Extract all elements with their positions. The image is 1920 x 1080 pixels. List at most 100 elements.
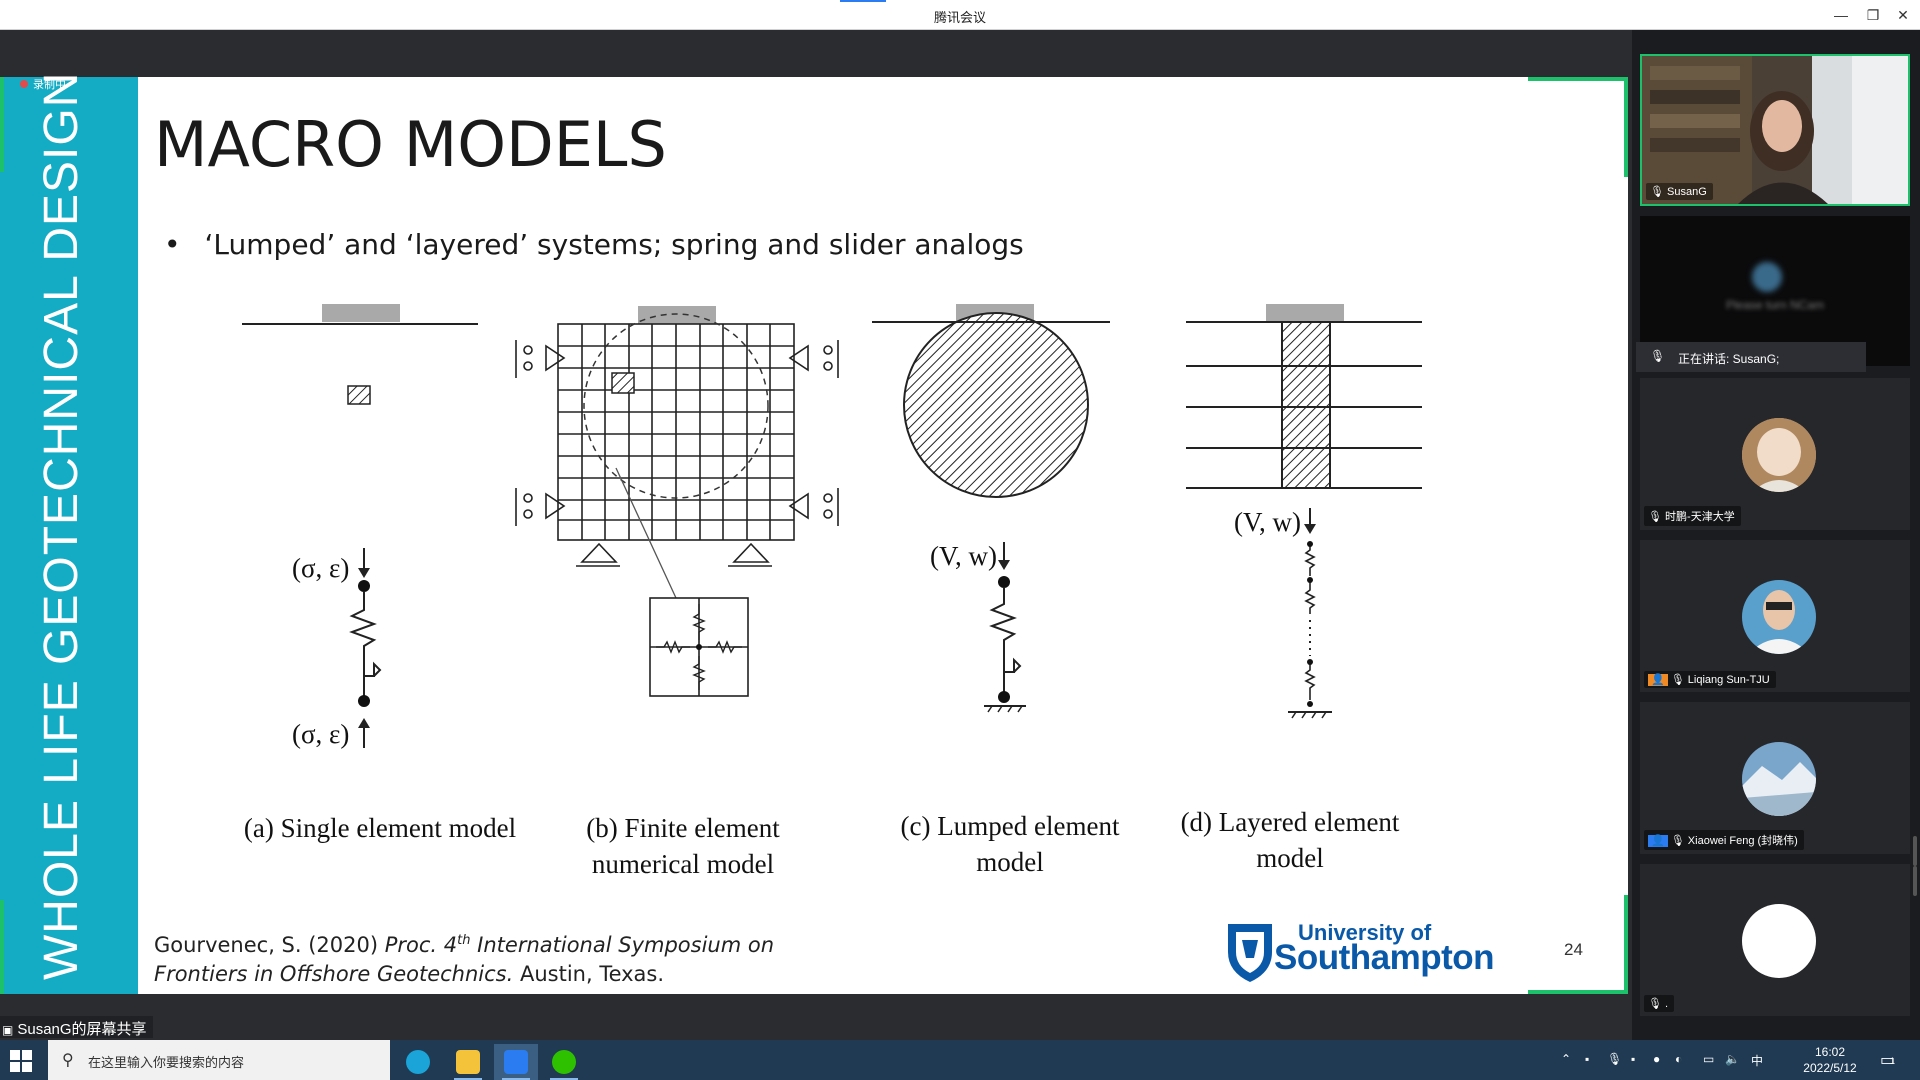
minimize-button[interactable]: — bbox=[1834, 7, 1848, 23]
participant-name: 🎙 . bbox=[1644, 995, 1675, 1012]
window-title: 腾讯会议 bbox=[933, 10, 986, 25]
roller-supports bbox=[515, 340, 839, 567]
participant-tile-susang[interactable]: 🎙 SusanG bbox=[1640, 54, 1910, 206]
video-feed bbox=[1642, 56, 1908, 204]
close-button[interactable]: ✕ bbox=[1897, 7, 1909, 23]
bullet-mark: • bbox=[164, 228, 181, 261]
soil-bulb bbox=[903, 312, 1089, 498]
tray-app-icon[interactable]: ▪ bbox=[1585, 1052, 1590, 1066]
presentation-slide bbox=[0, 77, 1628, 994]
windows-start-icon[interactable] bbox=[10, 1050, 32, 1072]
macro-models-diagram bbox=[242, 304, 1422, 982]
tray-expand-icon[interactable]: ⌃ bbox=[1561, 1052, 1572, 1066]
participant-tile-shipeng[interactable]: 🎙 时鹏-天津大学 bbox=[1640, 378, 1910, 530]
restore-button[interactable]: ❐ bbox=[1866, 7, 1880, 23]
slide-sidebar bbox=[0, 77, 138, 994]
participant-name: 🎙 SusanG bbox=[1646, 183, 1713, 200]
logo-line2: Southampton bbox=[1274, 938, 1495, 977]
participant-name: 👤 🎙 Liqiang Sun-TJU bbox=[1644, 671, 1776, 688]
caption-a: (a) Single element model bbox=[243, 813, 517, 843]
soil-column bbox=[1281, 321, 1331, 489]
screen-share-label-text: SusanG的屏幕共享 bbox=[17, 1021, 147, 1038]
logo-line1: University of bbox=[1298, 920, 1432, 945]
wechat-icon[interactable] bbox=[542, 1044, 586, 1080]
influence-circle bbox=[583, 313, 769, 499]
share-frame-corner bbox=[0, 900, 4, 994]
speaking-text: 正在讲话: SusanG; bbox=[1678, 352, 1780, 366]
participant-tile-camera-off[interactable]: Please turn NCam bbox=[1640, 216, 1910, 366]
participant-name: 👤 🎙 Xiaowei Feng (封晓伟) bbox=[1644, 830, 1804, 850]
spring-element bbox=[989, 588, 1017, 654]
participant-name: 🎙 时鹏-天津大学 bbox=[1644, 506, 1741, 526]
search-icon: ⚲ bbox=[62, 1052, 74, 1069]
avatar bbox=[1742, 742, 1816, 816]
caption-c-line2: model bbox=[976, 847, 1044, 877]
slider-element bbox=[363, 660, 382, 677]
notification-count: 1 bbox=[1890, 1056, 1896, 1066]
tray-meeting-icon[interactable]: ▪ bbox=[1631, 1052, 1636, 1066]
panel-scrollbar-thumb[interactable] bbox=[1913, 836, 1917, 866]
user-badge-icon: 👤 bbox=[1648, 835, 1668, 847]
camera-off-text: Please turn NCam bbox=[1725, 298, 1825, 312]
screen-share-icon: ▣ bbox=[2, 1023, 14, 1037]
citation-author: Gourvenec, S. (2020) bbox=[154, 933, 385, 957]
citation: Gourvenec, S. (2020) Proc. 4th Internati… bbox=[154, 926, 774, 989]
soil-element bbox=[347, 385, 371, 405]
node-top bbox=[358, 580, 370, 592]
mic-icon: 🎙 bbox=[1650, 186, 1664, 198]
highlighted-element bbox=[611, 372, 635, 394]
finite-element-figure bbox=[515, 306, 839, 697]
taskbar-search-box[interactable]: ⚲ 在这里输入你要搜索的内容 bbox=[48, 1040, 390, 1080]
caption-b: (b) Finite element numerical model bbox=[548, 810, 818, 882]
mic-muted-icon: 🎙 bbox=[1648, 998, 1662, 1010]
recording-label: 录制中 bbox=[33, 79, 66, 91]
slide-page-number: 24 bbox=[1564, 940, 1583, 959]
tray-wechat-icon[interactable]: ● bbox=[1653, 1052, 1661, 1066]
caption-c: (c) Lumped element model bbox=[870, 808, 1150, 880]
tray-network-icon[interactable]: ◐ bbox=[1675, 1052, 1683, 1066]
file-explorer-icon[interactable] bbox=[446, 1044, 490, 1080]
tray-volume-icon[interactable]: 🔈 bbox=[1725, 1052, 1740, 1066]
clock-time: 16:02 bbox=[1814, 1045, 1846, 1059]
recording-indicator: 录制中 bbox=[20, 76, 66, 92]
windows-taskbar: ⚲ 在这里输入你要搜索的内容 ⌃ ▪ 🎙 ▪ ● ◐ ▭ 🔈 中 16:02 2… bbox=[0, 1040, 1920, 1080]
tencent-meeting-icon[interactable] bbox=[494, 1044, 538, 1080]
slide-bullet: • ‘Lumped’ and ‘layered’ systems; spring … bbox=[164, 228, 1024, 261]
window-titlebar: 腾讯会议 — ❐ ✕ bbox=[0, 0, 1920, 30]
slider-element bbox=[1003, 654, 1022, 673]
caption-b-line2: numerical model bbox=[591, 849, 775, 879]
camera-icon bbox=[1752, 262, 1782, 292]
clock-date: 2022/5/12 bbox=[1803, 1061, 1857, 1075]
search-placeholder: 在这里输入你要搜索的内容 bbox=[88, 1055, 245, 1070]
label-d-top: (V, w) bbox=[1234, 507, 1301, 537]
tray-mic-icon[interactable]: 🎙 bbox=[1607, 1052, 1623, 1066]
footing-block bbox=[1266, 304, 1344, 322]
screen-share-label: ▣SusanG的屏幕共享 bbox=[0, 1016, 153, 1038]
tray-display-icon[interactable]: ▭ bbox=[1703, 1052, 1715, 1066]
title-tab-indicator bbox=[840, 0, 886, 2]
speaking-mic-icon: 🎙 bbox=[1650, 349, 1666, 363]
participant-tile-xiaowei[interactable]: 👤 🎙 Xiaowei Feng (封晓伟) bbox=[1640, 702, 1910, 854]
label-a-top: (σ, ε) bbox=[292, 553, 350, 583]
panel-scrollbar-thumb[interactable] bbox=[1913, 866, 1917, 896]
single-element-figure bbox=[242, 304, 478, 748]
mic-muted-icon: 🎙 bbox=[1670, 674, 1685, 686]
callout-line bbox=[615, 467, 677, 599]
bullet-text: ‘Lumped’ and ‘layered’ systems; spring a… bbox=[204, 228, 1024, 261]
speaking-indicator: 🎙 正在讲话: SusanG; bbox=[1636, 342, 1866, 372]
avatar bbox=[1742, 904, 1816, 978]
university-logo: University of Southampton bbox=[1226, 918, 1506, 982]
edge-browser-icon[interactable] bbox=[396, 1044, 440, 1080]
taskbar-clock[interactable]: 16:02 2022/5/12 bbox=[1790, 1044, 1870, 1076]
caption-d: (d) Layered element model bbox=[1148, 804, 1432, 876]
mic-muted-icon: 🎙 bbox=[1670, 835, 1685, 847]
node-bottom bbox=[358, 695, 370, 707]
caption-d-line1: (d) Layered element bbox=[1180, 807, 1400, 837]
participant-tile-liqiang[interactable]: 👤 🎙 Liqiang Sun-TJU bbox=[1640, 540, 1910, 692]
slide-title: MACRO MODELS bbox=[154, 108, 667, 181]
citation-sup: th bbox=[457, 933, 471, 948]
participant-tile-unnamed[interactable]: 🎙 . bbox=[1640, 864, 1910, 1016]
tray-ime-indicator[interactable]: 中 bbox=[1751, 1054, 1764, 1068]
recording-dot-icon bbox=[20, 80, 28, 88]
notification-center-icon[interactable]: ▭1 bbox=[1880, 1052, 1896, 1069]
